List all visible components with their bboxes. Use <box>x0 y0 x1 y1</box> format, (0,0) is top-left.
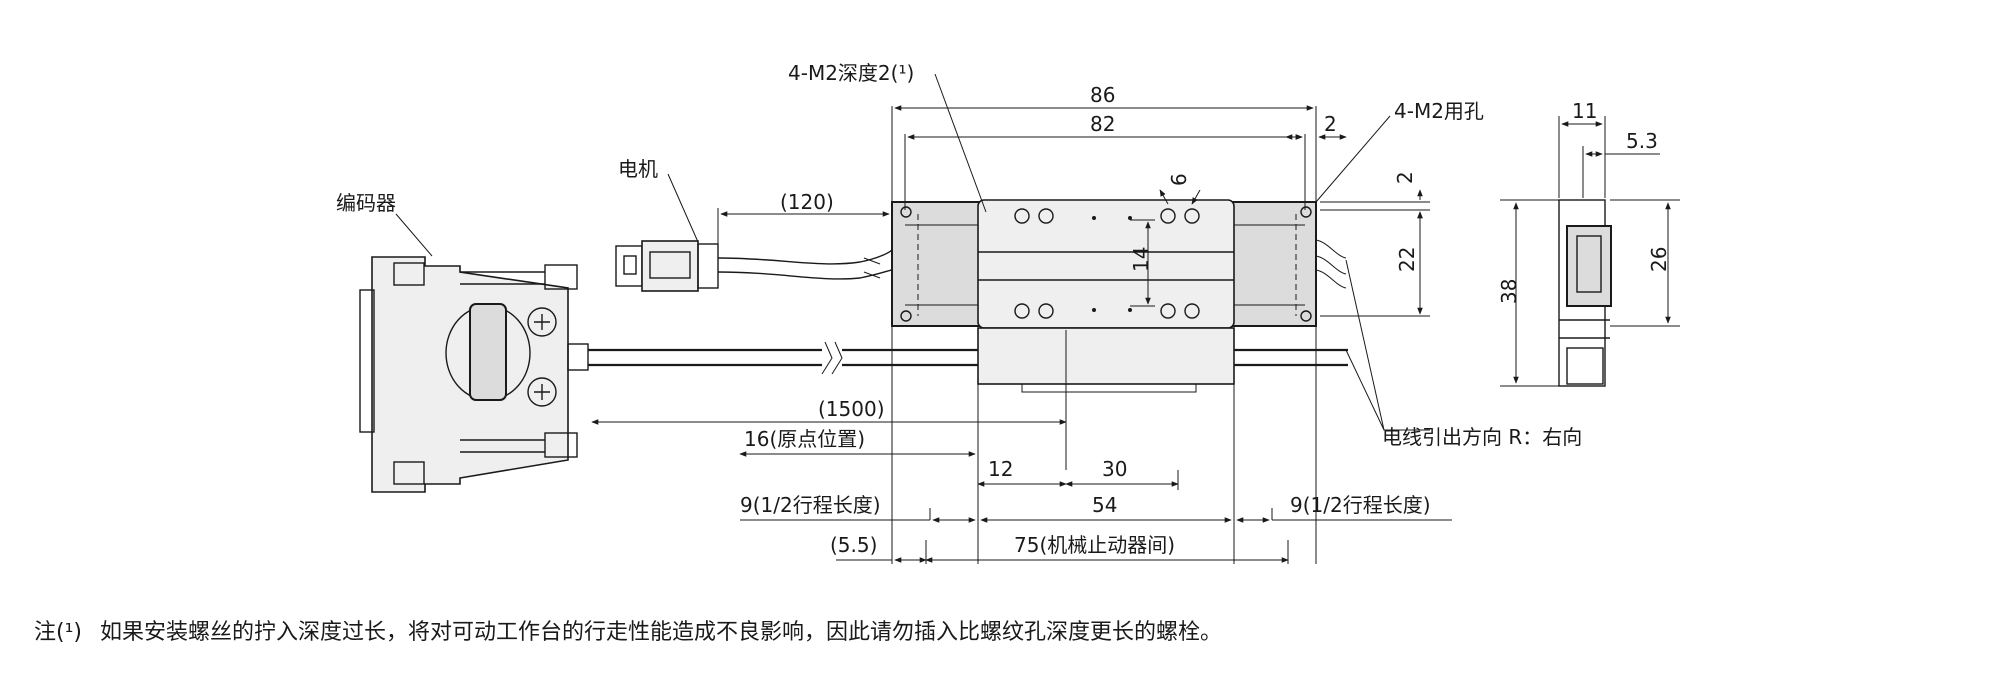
dim-12: 12 <box>988 457 1013 481</box>
footnote-mark: 注(¹) <box>34 620 82 645</box>
dim-30: 30 <box>1102 457 1127 481</box>
label-through-hole: 4-M2用孔 <box>1394 99 1484 123</box>
dim-82: 82 <box>1090 112 1115 136</box>
dim-5-3: 5.3 <box>1626 129 1658 153</box>
dim-120: (120) <box>780 190 834 214</box>
label-motor: 电机 <box>618 157 658 181</box>
dim-2-top: 2 <box>1324 112 1337 136</box>
footnote: 注(¹) 如果安装螺丝的拧入深度过长，将对可动工作台的行走性能造成不良影响，因此请… <box>34 614 1222 646</box>
dim-54: 54 <box>1092 493 1117 517</box>
dim-16: 16(原点位置) <box>744 427 865 451</box>
label-cable-out: 电线引出方向 R：右向 <box>1382 425 1582 449</box>
dim-6: 6 <box>1167 173 1191 186</box>
table-screws <box>1014 208 1200 319</box>
dim-75: 75(机械止动器间) <box>1014 533 1175 557</box>
stage-top-view <box>891 199 1347 393</box>
stage-side-view <box>1558 199 1612 387</box>
diagram-labels: 4-M2深度2(¹) 4-M2用孔 电机 编码器 电线引出方向 R：右向 86 … <box>336 61 1671 557</box>
dim-26: 26 <box>1647 247 1671 272</box>
dim-14: 14 <box>1129 247 1153 272</box>
dim-5-5: (5.5) <box>830 533 877 557</box>
motor-connector <box>615 240 893 292</box>
footnote-text: 如果安装螺丝的拧入深度过长，将对可动工作台的行走性能造成不良影响，因此请勿插入比… <box>100 620 1223 645</box>
dim-2-right: 2 <box>1393 171 1417 184</box>
dimension-lines <box>395 73 1680 564</box>
dim-11: 11 <box>1572 99 1597 123</box>
dim-9-left: 9(1/2行程长度) <box>740 493 881 517</box>
label-encoder: 编码器 <box>336 191 396 215</box>
dim-38: 38 <box>1497 279 1521 304</box>
dim-1500: (1500) <box>818 397 885 421</box>
dim-86: 86 <box>1090 83 1115 107</box>
label-screw-depth: 4-M2深度2(¹) <box>788 61 914 85</box>
dim-22: 22 <box>1395 247 1419 272</box>
dim-9-right: 9(1/2行程长度) <box>1290 493 1431 517</box>
